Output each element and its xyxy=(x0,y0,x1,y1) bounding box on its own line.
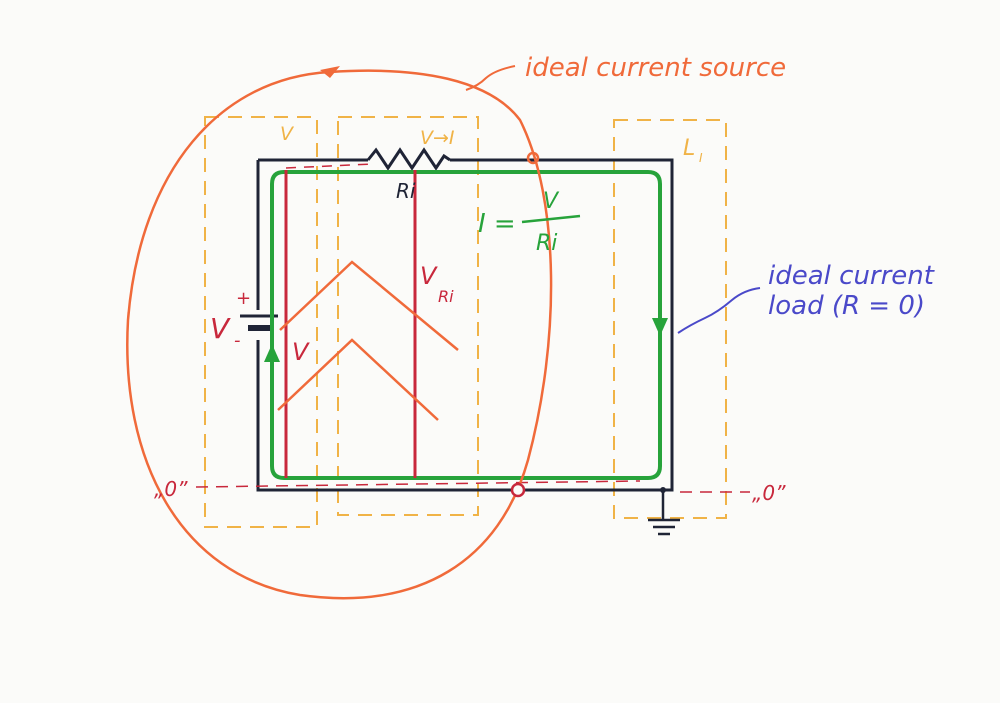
resistor-ri xyxy=(366,147,451,171)
ground-symbol xyxy=(648,490,680,536)
top-dashed-line xyxy=(285,163,373,169)
ground-node xyxy=(660,487,666,493)
load-label-line2: load (R = 0) xyxy=(768,291,925,321)
zero-left-label: „0” xyxy=(154,477,188,501)
load-leader xyxy=(677,287,761,334)
terminal-top xyxy=(526,151,540,165)
load-label-line1: ideal current xyxy=(768,261,935,291)
circuit-wires xyxy=(256,158,674,492)
block-load-box xyxy=(613,119,727,519)
zero-line-left xyxy=(195,480,641,488)
formula-fraction-bar xyxy=(521,214,581,224)
current-arrow-right xyxy=(652,318,668,336)
zero-right-label: „0” xyxy=(752,481,786,505)
terminal-bottom xyxy=(510,482,526,498)
title-leader xyxy=(465,65,516,91)
chevron-lower xyxy=(277,338,439,421)
current-loop xyxy=(270,170,662,480)
formula-num: V xyxy=(543,189,560,214)
battery-plus-label: + xyxy=(236,288,251,309)
block-li-label: L xyxy=(683,136,695,161)
resistor-label: Ri xyxy=(396,179,416,203)
block-v-label: V xyxy=(280,123,295,145)
formula-den: Ri xyxy=(536,231,557,256)
boundary-arrow xyxy=(320,66,340,78)
vri-sub-label: Ri xyxy=(438,287,454,306)
block-li-sub: I xyxy=(699,151,703,165)
block-vi-box xyxy=(337,116,479,516)
battery-minus-label: - xyxy=(234,330,241,351)
v-arrow-label: V xyxy=(292,338,310,366)
current-arrow-left xyxy=(264,344,280,362)
formula-lhs: I = xyxy=(478,209,516,239)
title-label: ideal current source xyxy=(525,53,786,83)
vri-label: V xyxy=(420,262,438,290)
block-v-box xyxy=(204,116,318,528)
battery-symbol xyxy=(240,310,278,340)
block-vi-label: V→I xyxy=(420,127,455,149)
battery-voltage-label: V xyxy=(210,312,231,345)
source-boundary xyxy=(126,69,553,600)
chevron-upper xyxy=(279,260,459,351)
